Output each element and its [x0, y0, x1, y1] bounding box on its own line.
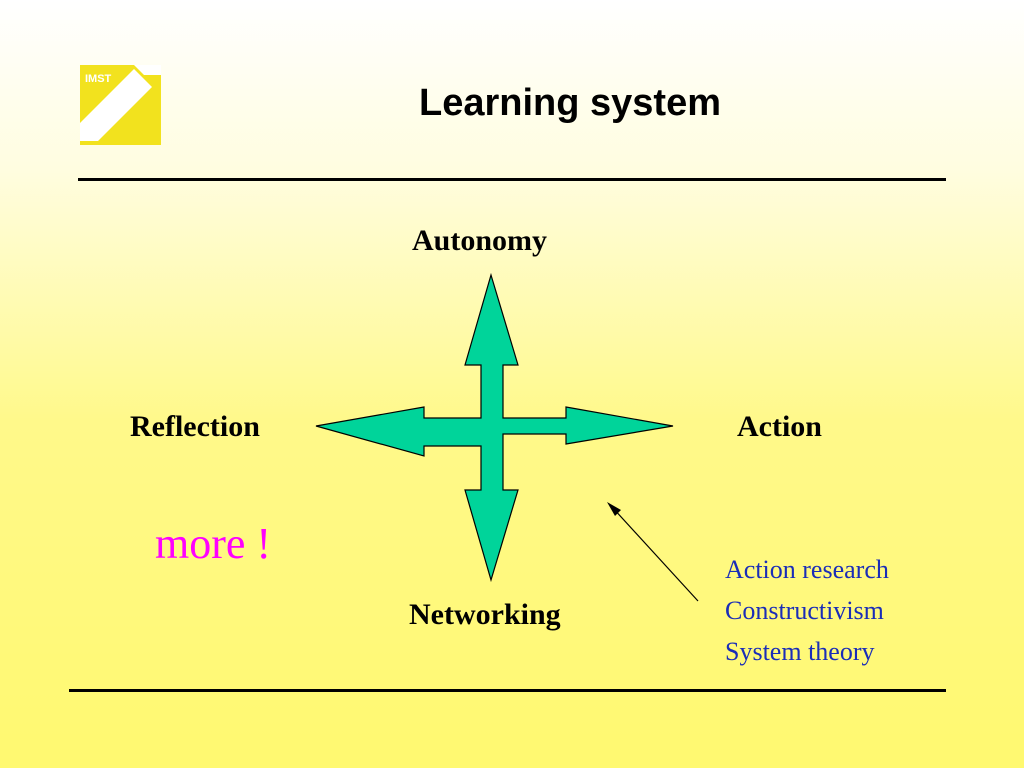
label-autonomy: Autonomy [412, 224, 548, 257]
theory-item: Action research [725, 555, 889, 584]
slide-title: Learning system [419, 82, 721, 124]
theory-item: System theory [725, 637, 875, 666]
four-way-arrow [315, 272, 674, 583]
more-callout: more ! [155, 519, 272, 568]
logo-text: IMST [85, 73, 112, 85]
imst-logo: IMST [80, 65, 161, 145]
pointer-line [611, 506, 699, 602]
bottom-divider [69, 689, 946, 692]
label-action: Action [737, 410, 822, 443]
pointer-arrowhead [607, 502, 621, 516]
label-networking: Networking [409, 598, 561, 631]
label-reflection: Reflection [130, 410, 260, 443]
theory-item: Constructivism [725, 596, 884, 625]
top-divider [78, 178, 946, 181]
theory-list: Action research Constructivism System th… [725, 549, 889, 672]
